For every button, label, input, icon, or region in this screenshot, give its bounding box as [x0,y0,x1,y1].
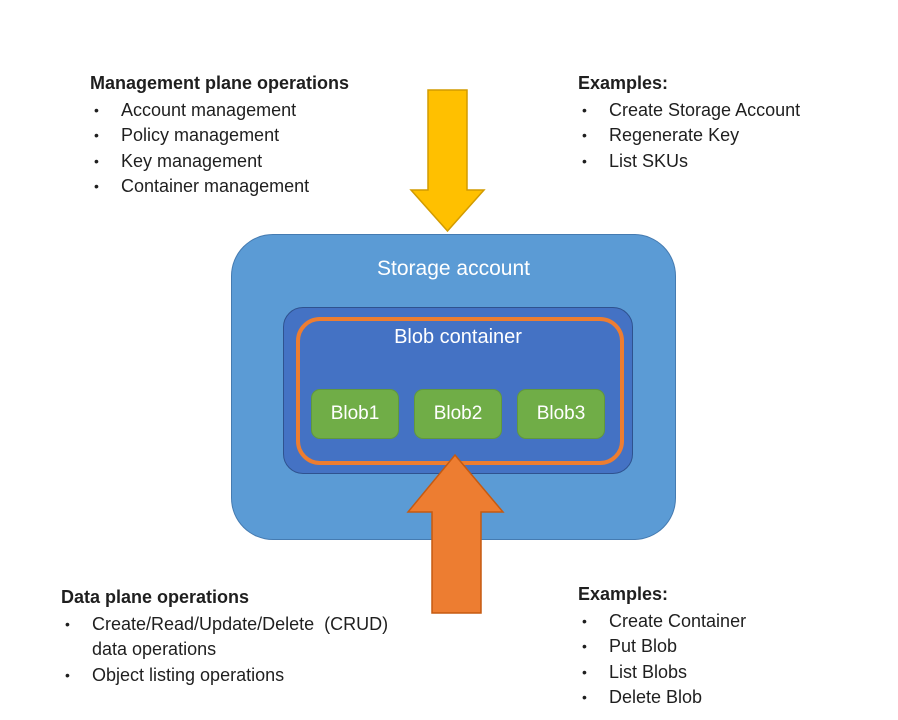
bullet-icon: • [94,127,99,144]
bullet-icon: • [582,689,587,706]
blob3-label: Blob3 [536,403,586,424]
list-item: • List SKUs [578,149,888,174]
list-item-label: List Blobs [609,661,688,682]
list-item-label: Key management [121,150,263,171]
list-item: • Regenerate Key [578,123,888,148]
management-examples-block: Examples: • Create Storage Account • Reg… [578,70,888,174]
blob3-box: Blob3 [517,389,605,439]
list-item-label: Account management [121,100,297,120]
data-plane-block: Data plane operations • Create/Read/Upda… [61,584,461,688]
examples-heading: Examples: [578,73,669,93]
list-item-label: data operations [92,639,217,660]
list-item: • Put Blob [578,634,888,659]
bullet-icon: • [582,638,587,655]
list-item: • Key management [90,149,450,174]
blob2-label: Blob2 [433,403,483,424]
list-item-label: Create Storage Account [609,100,801,120]
list-item-label: Create/Read/Update/Delete (CRUD) [92,614,389,634]
list-item: • Delete Blob [578,685,888,710]
list-item-label: List SKUs [609,150,689,171]
blob2-box: Blob2 [414,389,502,439]
list-item-label: Put Blob [609,636,678,657]
bullet-icon: • [94,102,99,118]
bullet-icon: • [65,616,70,632]
bullet-icon: • [65,666,70,683]
bullet-icon: • [582,152,587,169]
list-item-label: Regenerate Key [609,125,740,146]
management-arrow-down-icon [409,89,486,233]
storage-account-label: Storage account [377,257,530,280]
management-plane-block: Management plane operations • Account ma… [90,70,450,200]
bullet-icon: • [94,178,99,195]
blob1-label: Blob1 [330,403,380,424]
bullet-icon: • [582,127,587,144]
data-arrow-up-icon [406,453,505,614]
bullet-icon: • [94,152,99,169]
list-item-label: Object listing operations [92,664,285,685]
bullet-icon [61,637,92,662]
list-item: • List Blobs [578,660,888,685]
bullet-icon: • [582,613,587,629]
management-plane-heading: Management plane operations [90,73,350,93]
bullet-icon: • [582,102,587,118]
list-item-label: Create Container [609,611,747,631]
list-item: • Create Container [578,609,888,634]
blob-container-box: Blob container Blob1 Blob2 Blob3 [283,307,633,474]
examples-heading: Examples: [578,584,669,604]
list-item: data operations [61,637,461,662]
blob-container-label: Blob container [394,326,522,348]
list-item: • Create Storage Account [578,98,888,123]
blob1-box: Blob1 [311,389,399,439]
bullet-icon: • [582,663,587,680]
list-item: • Container management [90,174,450,199]
list-item-label: Delete Blob [609,687,703,708]
list-item: • Account management [90,98,450,123]
list-item: • Policy management [90,123,450,148]
list-item: • Create/Read/Update/Delete (CRUD) [61,612,461,637]
data-plane-heading: Data plane operations [61,587,250,607]
data-examples-block: Examples: • Create Container • Put Blob … [578,581,888,711]
list-item-label: Policy management [121,125,280,146]
list-item: • Object listing operations [61,663,461,688]
list-item-label: Container management [121,176,310,197]
